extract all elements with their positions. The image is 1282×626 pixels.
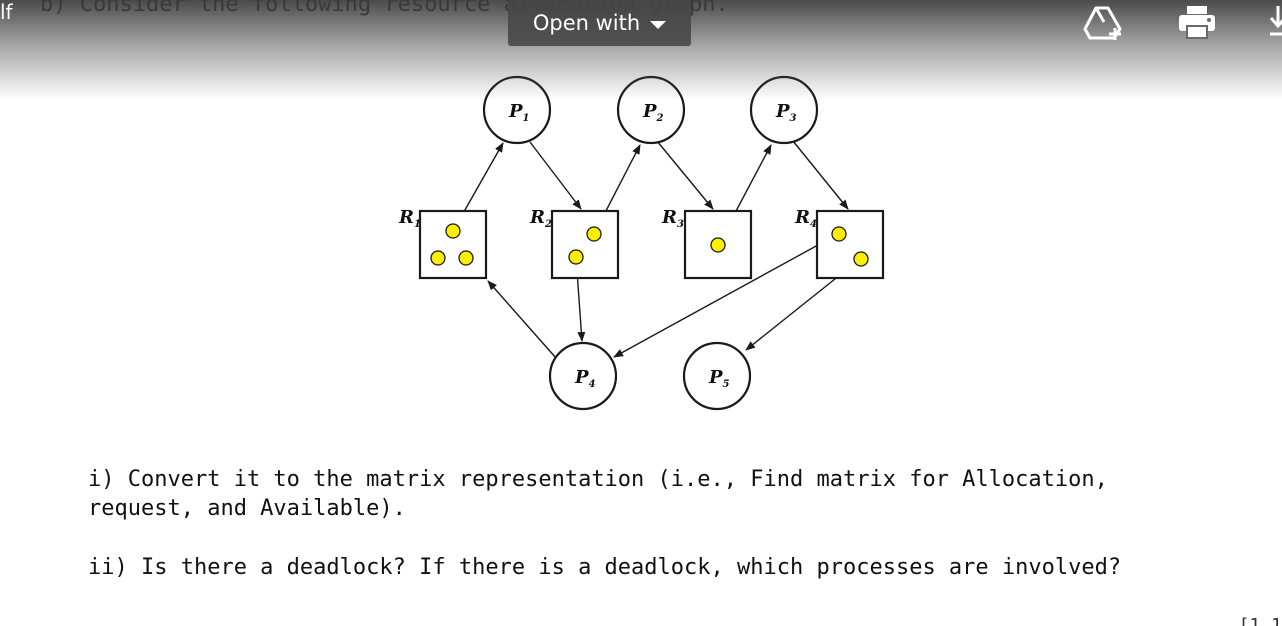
edge-p3-to-r4 [792,140,849,210]
print-icon[interactable] [1176,2,1220,42]
label-r1: R1 [398,207,421,230]
instance-dot-r1 [445,223,461,239]
edge-p2-to-r3 [656,140,714,210]
download-icon[interactable] [1268,2,1282,42]
instance-dot-r4 [831,226,847,242]
question-2: ii) Is there a deadlock? If there is a d… [88,555,1122,580]
add-to-drive-icon[interactable] [1082,2,1126,42]
instance-dot-r2 [568,249,584,265]
question-1-line-2: request, and Available). [88,496,406,521]
label-r4: R4 [794,207,817,230]
question-1-line-1: i) Convert it to the matrix representati… [88,467,1108,492]
instance-dot-r1 [430,250,446,266]
file-name-fragment: lf [0,0,13,24]
edge-r4-to-p4 [613,233,839,358]
resource-node-r1 [418,209,488,280]
edge-p1-to-r2 [529,141,582,210]
question-1: i) Convert it to the matrix representati… [88,465,1108,523]
resource-node-r4 [815,209,885,280]
process-node-p5 [682,341,752,411]
instance-dot-r2 [586,226,602,242]
open-with-button[interactable]: Open with [508,0,691,46]
marks-fragment: [1 1 [1238,615,1282,626]
label-p3: P3 [775,101,797,124]
label-r2: R2 [529,207,552,230]
label-p4: P4 [574,367,596,390]
instance-dot-r4 [853,251,869,267]
edge-p4-to-r1 [487,280,557,359]
resource-node-r3 [683,209,753,280]
label-r3: R3 [661,207,684,230]
resource-node-r2 [550,209,620,280]
open-with-label: Open with [532,11,641,35]
label-p5: P5 [708,367,730,390]
label-p2: P2 [642,101,664,124]
process-node-p4 [548,341,618,411]
instance-dot-r1 [458,250,474,266]
chevron-down-icon [650,21,667,29]
label-p1: P1 [508,101,530,124]
instance-dot-r3 [710,237,726,253]
